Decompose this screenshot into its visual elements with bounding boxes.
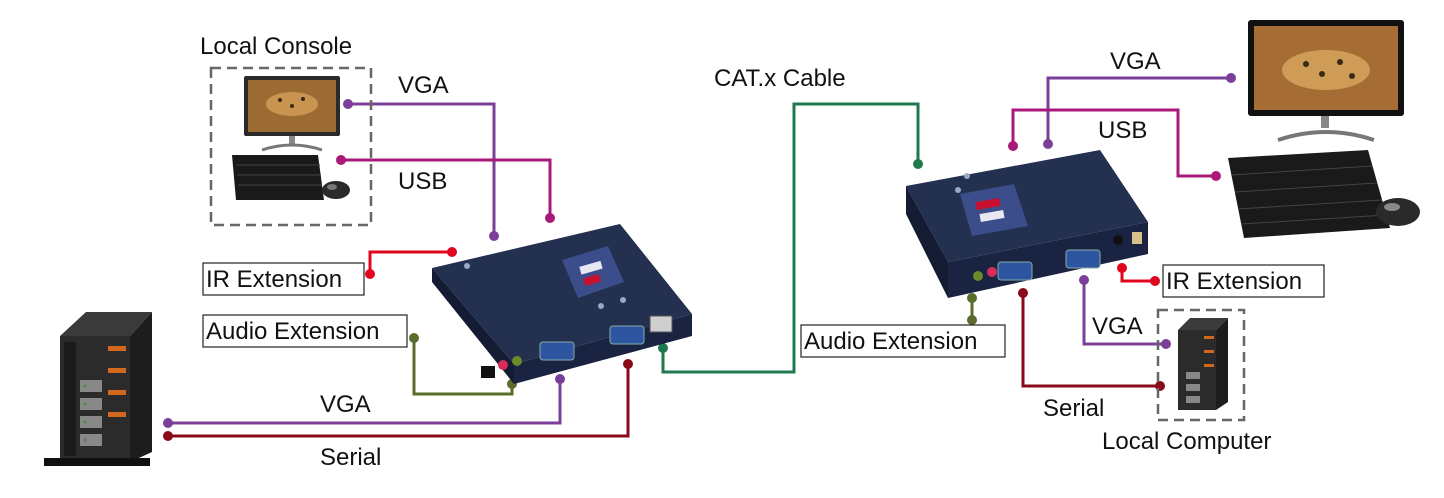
local-console-box [209,66,373,227]
local-computer-box [1156,308,1246,422]
cat-cable-line [661,102,920,374]
ir-right-line [1120,268,1155,283]
monitor-icon [1248,20,1404,142]
mouse-icon [1376,198,1420,226]
vga-local-pc-label: VGA [1092,313,1143,340]
serial-local-pc-label: Serial [1043,395,1104,422]
usb-remote-label: USB [1098,117,1147,144]
keyboard-icon [1228,150,1390,238]
local-console-label: Local Console [200,33,352,60]
ir-right-label: IR Extension [1166,268,1302,295]
usb-console-label: USB [398,168,447,195]
vga-console-label: VGA [398,72,449,99]
local-computer-label: Local Computer [1102,428,1271,455]
vga-remote-line [1046,76,1231,144]
vga-local-pc-line [1082,280,1166,346]
vga-console-line [348,102,496,236]
serial-local-pc-line [1021,293,1160,388]
serial-server-label: Serial [320,444,381,471]
serial-server-line [168,364,630,438]
vga-server-line [168,379,562,425]
usb-remote-line [1011,108,1216,178]
audio-right-label: Audio Extension [804,328,977,355]
vga-server-label: VGA [320,391,371,418]
keyboard-icon [232,155,324,200]
vga-remote-label: VGA [1110,48,1161,75]
monitor-icon [244,76,340,152]
transmitter-extender-icon [432,224,692,384]
receiver-extender-icon [906,150,1148,298]
cat-cable-label: CAT.x Cable [714,65,846,92]
server-tower-icon [44,312,152,466]
audio-left-label: Audio Extension [206,318,379,345]
ir-left-line [368,250,452,274]
usb-console-line [341,158,552,218]
ir-left-label: IR Extension [206,266,342,293]
server-tower-icon [1178,318,1228,410]
mouse-icon [322,181,350,199]
